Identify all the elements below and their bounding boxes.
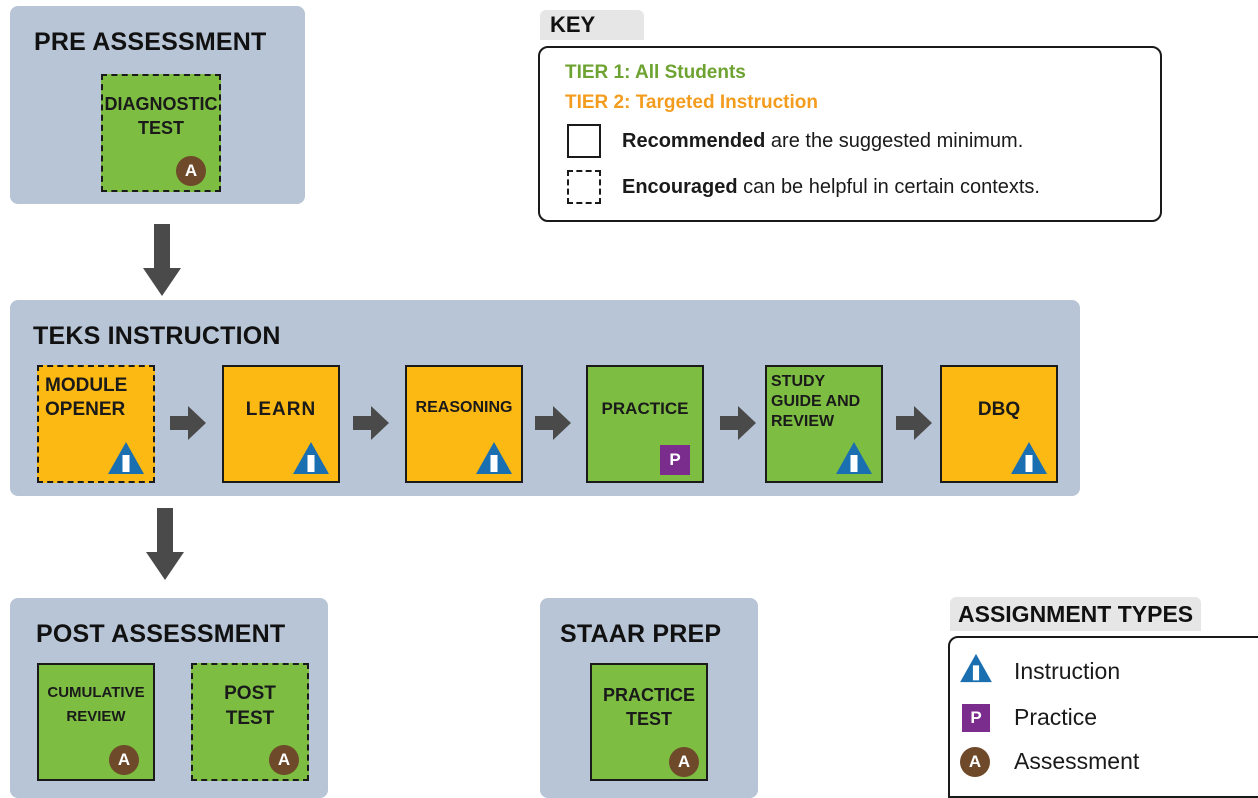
teks-instruction-title: TEKS INSTRUCTION — [33, 322, 281, 350]
instruction-badge-icon — [1010, 441, 1048, 475]
card-label: TEST — [225, 708, 275, 729]
right-arrow-icon — [720, 406, 756, 440]
card-label: OPENER — [45, 399, 126, 420]
assignment-types-box: Instruction P Practice A Assessment — [948, 636, 1258, 798]
post-test-card[interactable]: POST TEST A — [191, 663, 309, 781]
card-label: MODULE — [45, 375, 128, 396]
diagnostic-test-card[interactable]: DIAGNOSTIC TEST A — [101, 74, 221, 192]
key-title: KEY — [540, 10, 644, 40]
recommended-term: Recommended — [622, 130, 766, 152]
right-arrow-icon — [896, 406, 932, 440]
reasoning-card[interactable]: REASONING — [405, 365, 523, 483]
encouraged-desc: can be helpful in certain contexts. — [737, 176, 1040, 198]
pre-assessment-title: PRE ASSESSMENT — [34, 28, 267, 56]
recommended-line: Recommended are the suggested minimum. — [622, 130, 1023, 153]
assignment-types-title: ASSIGNMENT TYPES — [950, 597, 1202, 631]
recommended-desc: are the suggested minimum. — [765, 130, 1024, 152]
card-label: REVIEW — [771, 413, 835, 430]
card-label: LEARN — [245, 399, 317, 420]
instruction-badge-icon — [475, 441, 513, 475]
card-label: TEST — [137, 118, 184, 138]
assessment-badge-icon: A — [960, 747, 990, 777]
recommended-swatch — [567, 124, 601, 158]
card-label: STUDY — [771, 373, 826, 390]
practice-test-card[interactable]: PRACTICE TEST A — [590, 663, 708, 781]
assessment-badge-icon: A — [669, 747, 699, 777]
down-arrow-icon — [143, 224, 181, 296]
post-assessment-panel: POST ASSESSMENT CUMULATIVE REVIEW A POST… — [10, 598, 328, 798]
card-label: POST — [224, 683, 276, 704]
pre-assessment-panel: PRE ASSESSMENT DIAGNOSTIC TEST A — [10, 6, 305, 204]
instruction-label: Instruction — [1014, 658, 1121, 684]
assessment-badge-icon: A — [269, 745, 299, 775]
module-opener-card[interactable]: MODULE OPENER — [37, 365, 155, 483]
card-label: TEST — [625, 709, 672, 729]
assessment-label: Assessment — [1014, 748, 1140, 774]
tier1-label: TIER 1: All Students — [565, 62, 746, 83]
post-assessment-title: POST ASSESSMENT — [36, 620, 286, 648]
practice-label: Practice — [1014, 704, 1098, 730]
card-label: REVIEW — [66, 708, 126, 725]
staar-prep-panel: STAAR PREP PRACTICE TEST A — [540, 598, 758, 798]
right-arrow-icon — [170, 406, 206, 440]
key-box: TIER 1: All Students TIER 2: Targeted In… — [538, 46, 1162, 222]
encouraged-line: Encouraged can be helpful in certain con… — [622, 176, 1040, 199]
instruction-badge-icon — [959, 653, 993, 683]
right-arrow-icon — [353, 406, 389, 440]
encouraged-swatch — [567, 170, 601, 204]
teks-instruction-panel: TEKS INSTRUCTION MODULE OPENER LEARN REA… — [10, 300, 1080, 496]
instruction-badge-icon — [835, 441, 873, 475]
card-label: PRACTICE — [601, 399, 689, 418]
assessment-badge-icon: A — [176, 156, 206, 186]
card-label: CUMULATIVE — [47, 684, 145, 701]
cumulative-review-card[interactable]: CUMULATIVE REVIEW A — [37, 663, 155, 781]
staar-prep-title: STAAR PREP — [560, 620, 722, 648]
card-label: PRACTICE — [602, 685, 695, 705]
practice-badge-icon: P — [962, 704, 990, 732]
right-arrow-icon — [535, 406, 571, 440]
instruction-badge-icon — [107, 441, 145, 475]
card-label: DIAGNOSTIC — [104, 94, 218, 114]
dbq-card[interactable]: DBQ — [940, 365, 1058, 483]
practice-card[interactable]: PRACTICE P — [586, 365, 704, 483]
card-label: REASONING — [415, 399, 513, 416]
card-label: GUIDE AND — [771, 393, 861, 410]
down-arrow-icon — [146, 508, 184, 580]
card-label: DBQ — [977, 399, 1021, 420]
learn-card[interactable]: LEARN — [222, 365, 340, 483]
practice-badge-icon: P — [660, 445, 690, 475]
instruction-badge-icon — [292, 441, 330, 475]
assessment-badge-icon: A — [109, 745, 139, 775]
study-guide-card[interactable]: STUDY GUIDE AND REVIEW — [765, 365, 883, 483]
encouraged-term: Encouraged — [622, 176, 738, 198]
tier2-label: TIER 2: Targeted Instruction — [565, 92, 819, 113]
